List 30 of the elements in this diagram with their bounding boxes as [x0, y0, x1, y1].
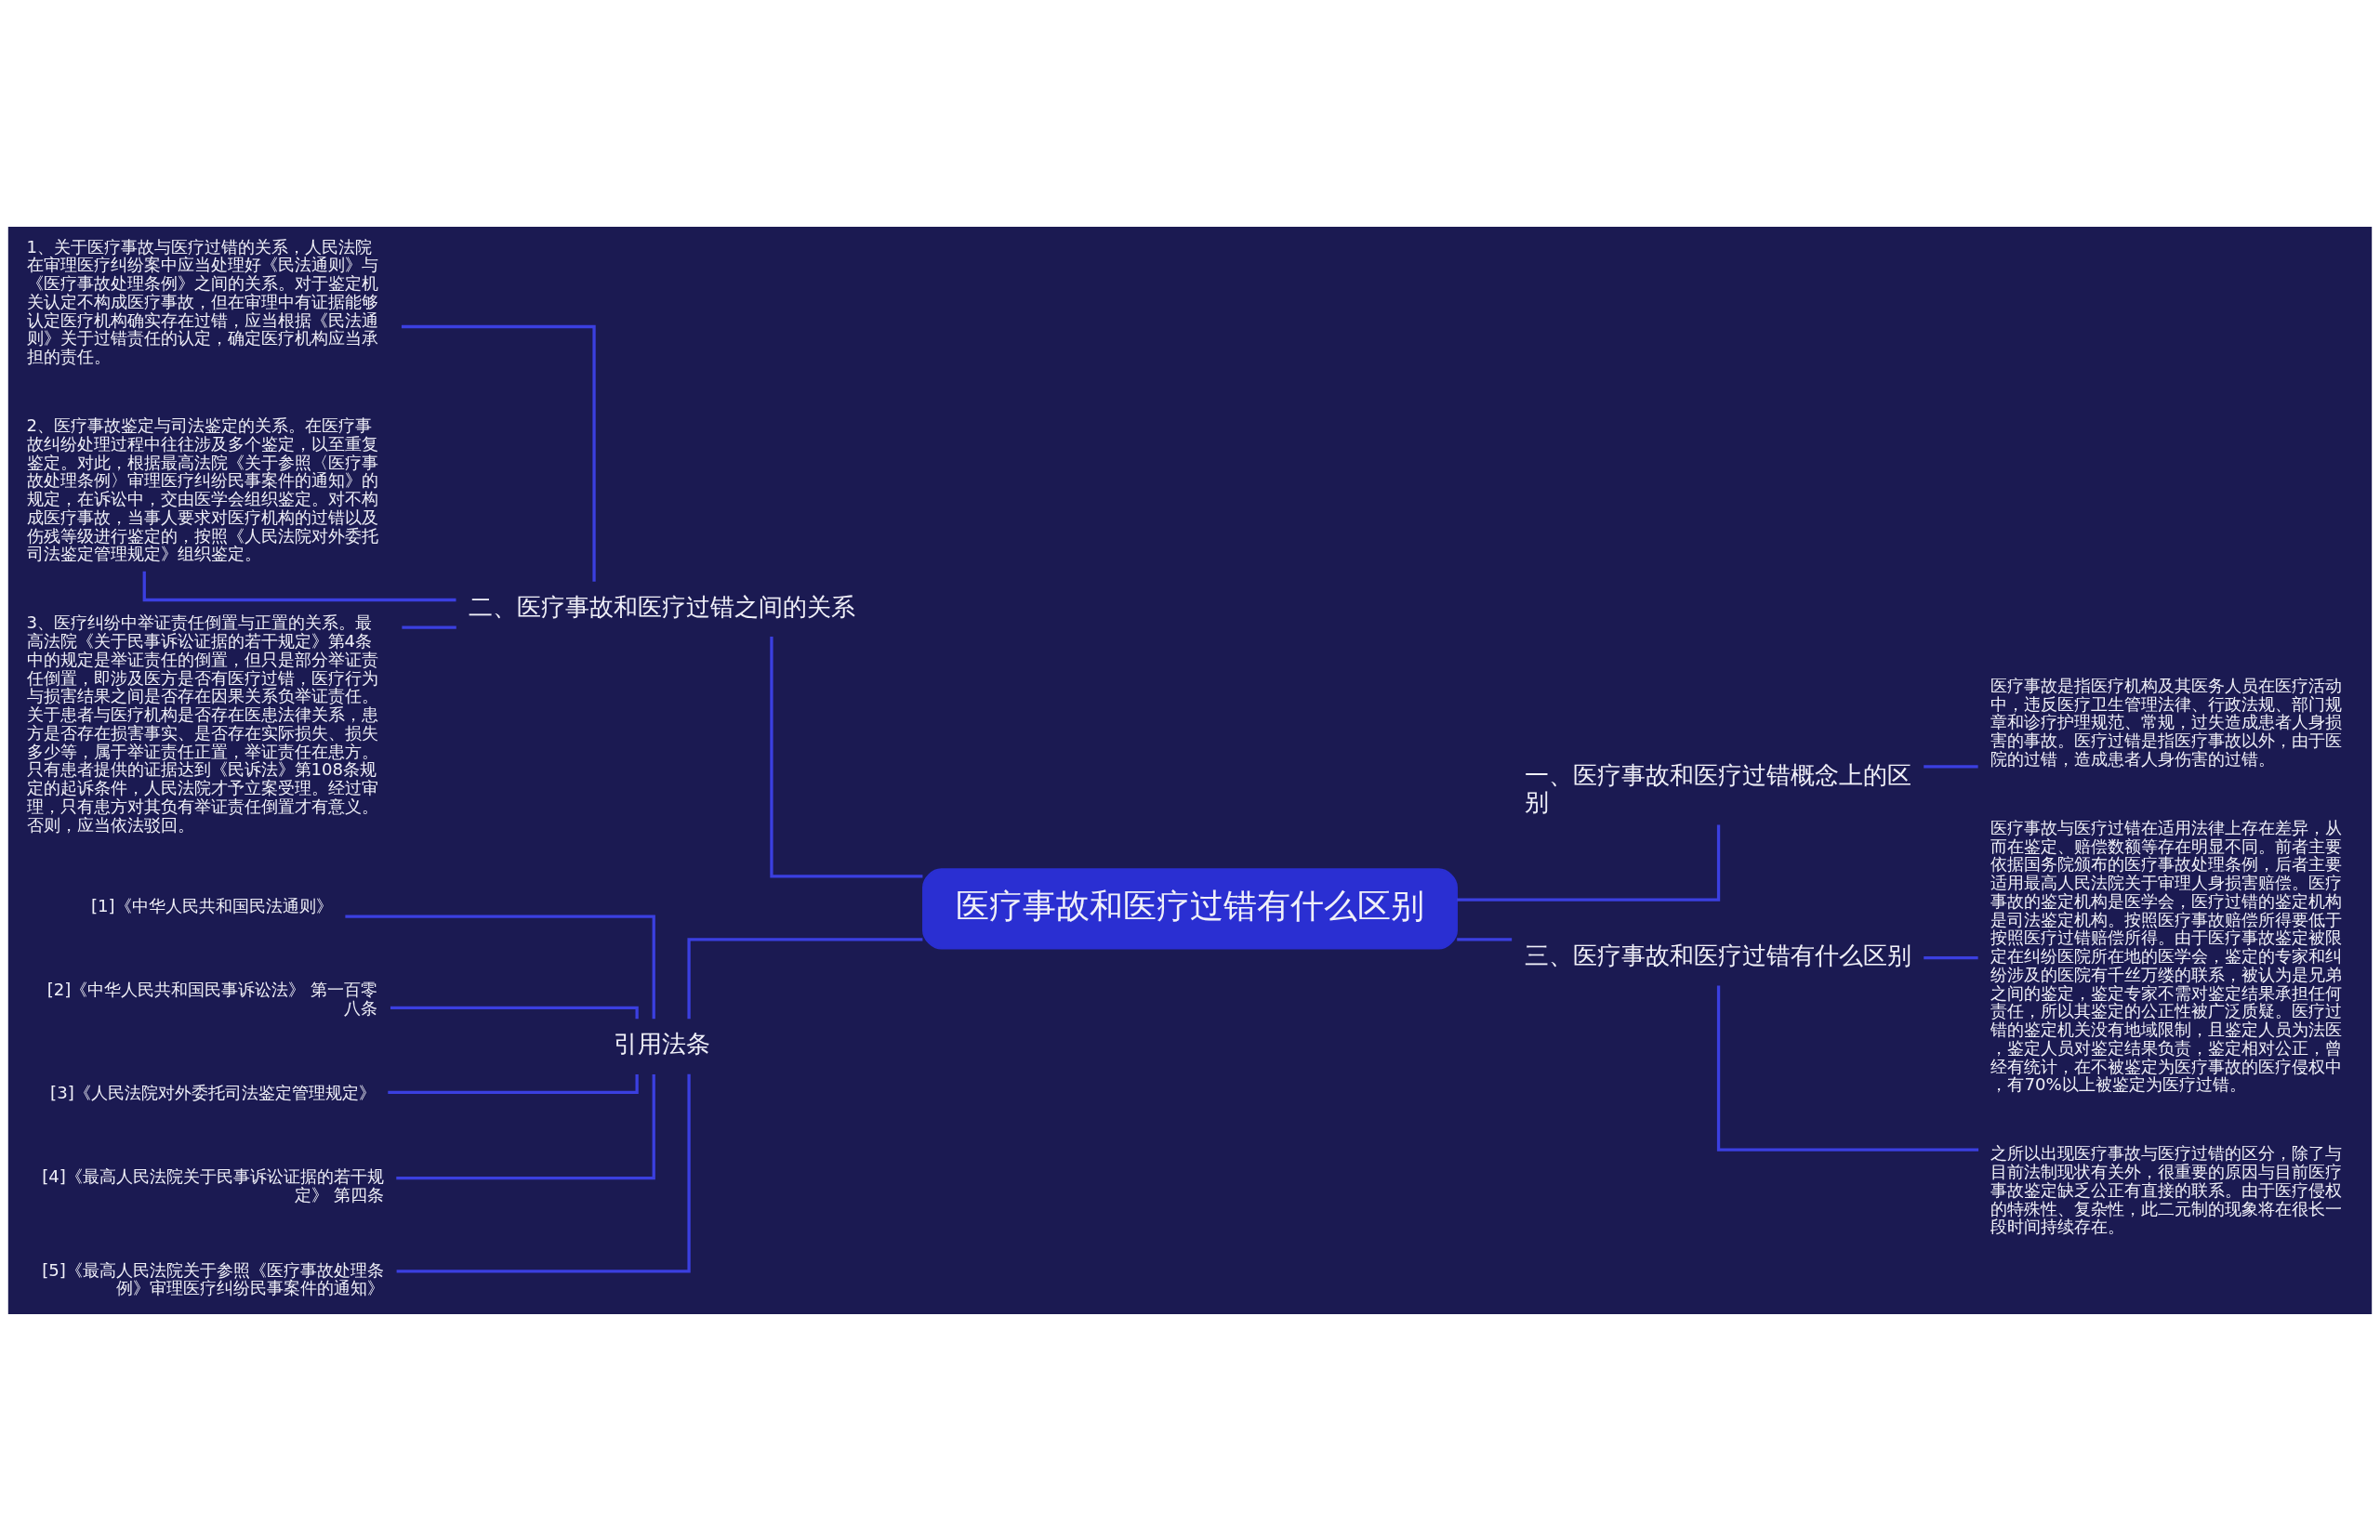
node-box: 医疗事故和医疗过错有什么区别: [922, 867, 1458, 950]
node-text: 1、关于医疗事故与医疗过错的关系，人民法院在审理医疗纠纷案中应当处理好《民法通则》与《医疗事故处理条例》之间的关系。对于鉴定机关认定不构成医疗事故，但在审理中有证据能够认定医疗机构确实存在过错，应当根据《民法通则》关于过错责任的认定，确定医疗机构应当承担的责任。: [26, 236, 378, 366]
connector: [687, 937, 923, 1019]
connector: [402, 625, 456, 629]
node-text: 引用法条: [613, 1029, 710, 1058]
node-text: [2]《中华人民共和国民事诉讼法》 第一百零八条: [46, 979, 378, 1018]
connector: [1924, 955, 1978, 959]
node-text: [5]《最高人民法院关于参照《医疗事故处理条例》审理医疗纠纷民事案件的通知》: [42, 1259, 384, 1297]
connector: [396, 1073, 691, 1273]
connector: [1716, 985, 1979, 1152]
node-text: 二、医疗事故和医疗过错之间的关系: [469, 592, 856, 621]
connector: [1924, 764, 1978, 769]
node-text: [3]《人民法院对外委托司法鉴定管理规定》: [50, 1082, 376, 1102]
connector: [396, 1073, 655, 1179]
connector: [401, 324, 596, 582]
node-text: 3、医疗纠纷中举证责任倒置与正置的关系。最高法院《关于民事诉讼证据的若干规定》第4条中的规定是举证责任的倒置，但只是部分举证责任倒置，即涉及医方是否有医疗过错，医疗行为与损害结果之间是否存在因果关系负举证责任。关于患者与医疗机构是否存在医患法律关系，患方是否存在损害事实、是否存在实际损失、损失多少等，属于举证责任正置，举证责任在患方。只有患者提供的证据达到《民诉法》第108条规定的起诉条件，人民法院才予立案受理。经过审理，只有患方对其负有举证责任倒置才有意义。否则，应当依法驳回。: [26, 612, 378, 835]
node-text: 一、医疗事故和医疗过错概念上的区别: [1524, 760, 1911, 816]
node-text: 医疗事故与医疗过错在适用法律上存在差异，从而在鉴定、赔偿数额等存在明显不同。前者主要依据国务院颁布的医疗事故处理条例，后者主要适用最高人民法院关于审理人身损害赔偿。医疗事故的鉴定机构是医学会，医疗过错的鉴定机构是司法鉴定机构。按照医疗事故赔偿所得要低于按照医疗过错赔偿所得。由于医疗事故鉴定被限定在纠纷医院所在地的医学会，鉴定的专家和纠纷涉及的医院有千丝万缕的联系，被认为是兄弟之间的鉴定，鉴定专家不需对鉴定结果承担任何责任，所以其鉴定的公正性被广泛质疑。医疗过错的鉴定机关没有地域限制，且鉴定人员为法医，鉴定人员对鉴定结果负责，鉴定相对公正，曾经有统计，在不被鉴定为医疗事故的医疗侵权中，有70%以上被鉴定为医疗过错。: [1990, 817, 2343, 1094]
connector: [770, 636, 923, 877]
connector: [1457, 937, 1513, 941]
node-text: 医疗事故是指医疗机构及其医务人员在医疗活动中，违反医疗卫生管理法律、行政法规、部门规章和诊疗护理规范、常规，过失造成患者人身损害的事故。医疗过错是指医疗事故以外，由于医院的过错，造成患者人身伤害的过错。: [1990, 675, 2343, 769]
connector: [390, 1006, 639, 1019]
connector: [1457, 824, 1721, 902]
node-text: 2、医疗事故鉴定与司法鉴定的关系。在医疗事故纠纷处理过程中往往涉及多个鉴定，以至重复鉴定。对此，根据最高法院《关于参照〈医疗事故处理条例〉审理医疗纠纷民事案件的通知》的规定，在诉讼中，交由医学会组织鉴定。对不构成医疗事故，当事人要求对医疗机构的过错以及伤残等级进行鉴定的，按照《人民法院对外委托司法鉴定管理规定》组织鉴定。: [26, 415, 378, 563]
node-text: 三、医疗事故和医疗过错有什么区别: [1524, 941, 1911, 969]
node-text: [4]《最高人民法院关于民事诉讼证据的若干规定》 第四条: [42, 1165, 384, 1204]
connector: [345, 915, 655, 1019]
node-text: 之所以出现医疗事故与医疗过错的区分，除了与目前法制现状有关外，很重要的原因与目前医疗事故鉴定缺乏公正有直接的联系。由于医疗侵权的特殊性、复杂性，此二元制的现象将在很长一段时间持续存在。: [1990, 1142, 2343, 1236]
node-text: [1]《中华人民共和国民法通则》: [91, 895, 333, 915]
connector: [388, 1073, 639, 1094]
